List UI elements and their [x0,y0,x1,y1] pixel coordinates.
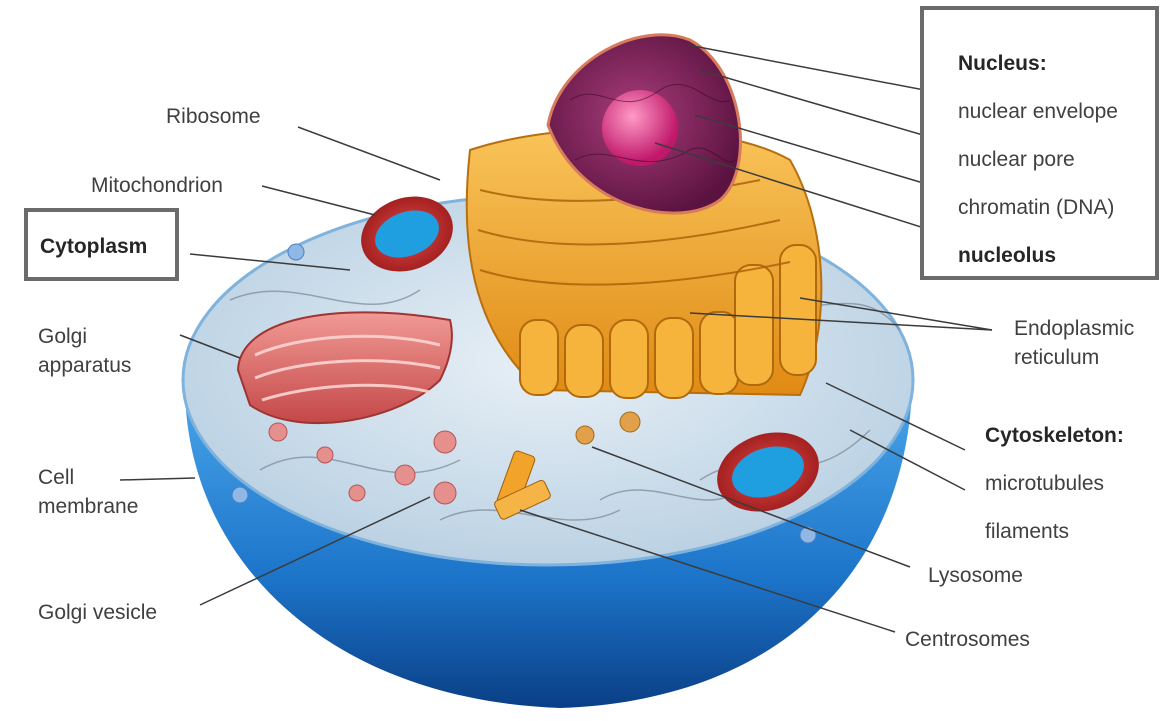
label-golgi-apparatus-line-1: Golgi [38,322,131,351]
label-golgi-vesicle: Golgi vesicle [38,598,157,627]
label-cytoskeleton-heading: Cytoskeleton: [985,412,1124,460]
nucleolus-shape [602,90,678,166]
label-ribosome: Ribosome [166,102,261,131]
label-golgi-apparatus-line-2: apparatus [38,351,131,380]
label-golgi-apparatus: Golgi apparatus [38,322,131,380]
label-centrosomes: Centrosomes [905,625,1030,654]
label-chromatin: chromatin (DNA) [958,184,1118,232]
label-cell-membrane: Cell membrane [38,463,138,521]
label-lysosome: Lysosome [928,561,1023,590]
label-nuclear-envelope: nuclear envelope [958,88,1118,136]
label-cytoplasm: Cytoplasm [40,232,147,261]
label-nucleolus: nucleolus [958,232,1118,280]
label-er-line-2: reticulum [1014,343,1134,372]
label-cell-membrane-line-1: Cell [38,463,138,492]
label-cytoskeleton: Cytoskeleton: microtubules filaments [985,412,1124,556]
label-filaments: filaments [985,508,1124,556]
label-er-line-1: Endoplasmic [1014,314,1134,343]
label-mitochondrion: Mitochondrion [91,171,223,200]
label-cell-membrane-line-2: membrane [38,492,138,521]
label-nucleus-heading: Nucleus: [958,40,1118,88]
label-nuclear-pore: nuclear pore [958,136,1118,184]
label-nucleus-group: Nucleus: nuclear envelope nuclear pore c… [958,40,1118,280]
label-endoplasmic-reticulum: Endoplasmic reticulum [1014,314,1134,372]
label-microtubules: microtubules [985,460,1124,508]
